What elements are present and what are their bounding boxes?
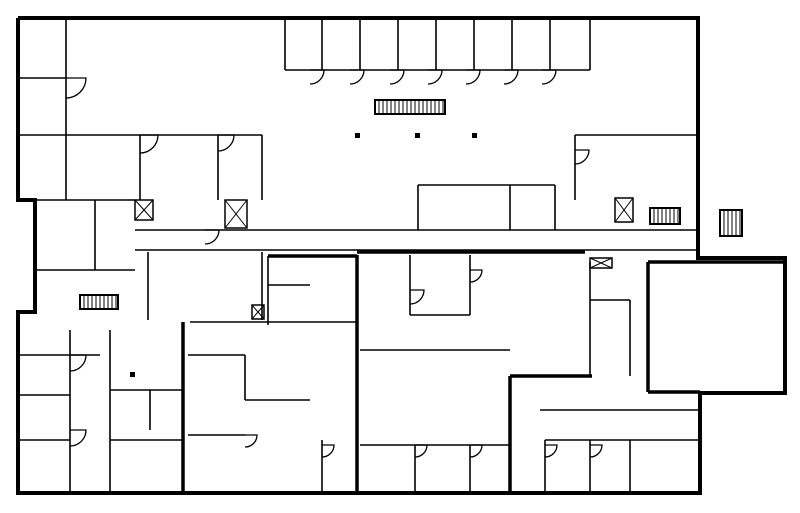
stair-outline — [79, 294, 119, 310]
column — [355, 133, 360, 138]
door-swing — [414, 444, 428, 458]
door-swing — [574, 149, 590, 165]
door-swing — [244, 434, 258, 448]
shaft-cross — [224, 199, 248, 229]
door-swing — [69, 429, 87, 447]
shaft-cross — [614, 197, 634, 223]
door-swing — [217, 134, 235, 152]
door-swing — [465, 69, 481, 85]
shaft — [224, 199, 248, 229]
shaft-cross — [589, 257, 613, 269]
shaft — [134, 199, 154, 221]
door-swing — [427, 69, 443, 85]
door-swing — [139, 134, 159, 154]
shaft — [614, 197, 634, 223]
door-swing — [541, 69, 557, 85]
door-swing — [503, 69, 519, 85]
door-swing — [469, 269, 483, 283]
door-swings — [65, 69, 603, 458]
door-swing — [349, 69, 365, 85]
door-swing — [69, 354, 87, 372]
shaft — [251, 304, 265, 320]
door-swing — [409, 289, 425, 305]
stairways — [79, 99, 743, 320]
exterior-walls — [16, 16, 787, 495]
column — [415, 133, 420, 138]
shaft-cross — [251, 304, 265, 320]
door-swing — [544, 444, 558, 458]
stair-outline — [719, 209, 743, 237]
column — [130, 372, 135, 377]
column — [472, 133, 477, 138]
exterior-wall — [16, 16, 787, 495]
door-swing — [589, 444, 603, 458]
interior-walls — [18, 18, 700, 493]
door-swing — [389, 69, 405, 85]
door-swing — [321, 444, 335, 458]
door-swing — [309, 69, 325, 85]
door-swing — [65, 77, 87, 99]
stair-outline — [374, 99, 446, 115]
shaft-cross — [134, 199, 154, 221]
door-swing — [204, 229, 220, 245]
shaft — [589, 257, 613, 269]
door-swing — [469, 444, 483, 458]
stair-outline — [649, 207, 681, 225]
